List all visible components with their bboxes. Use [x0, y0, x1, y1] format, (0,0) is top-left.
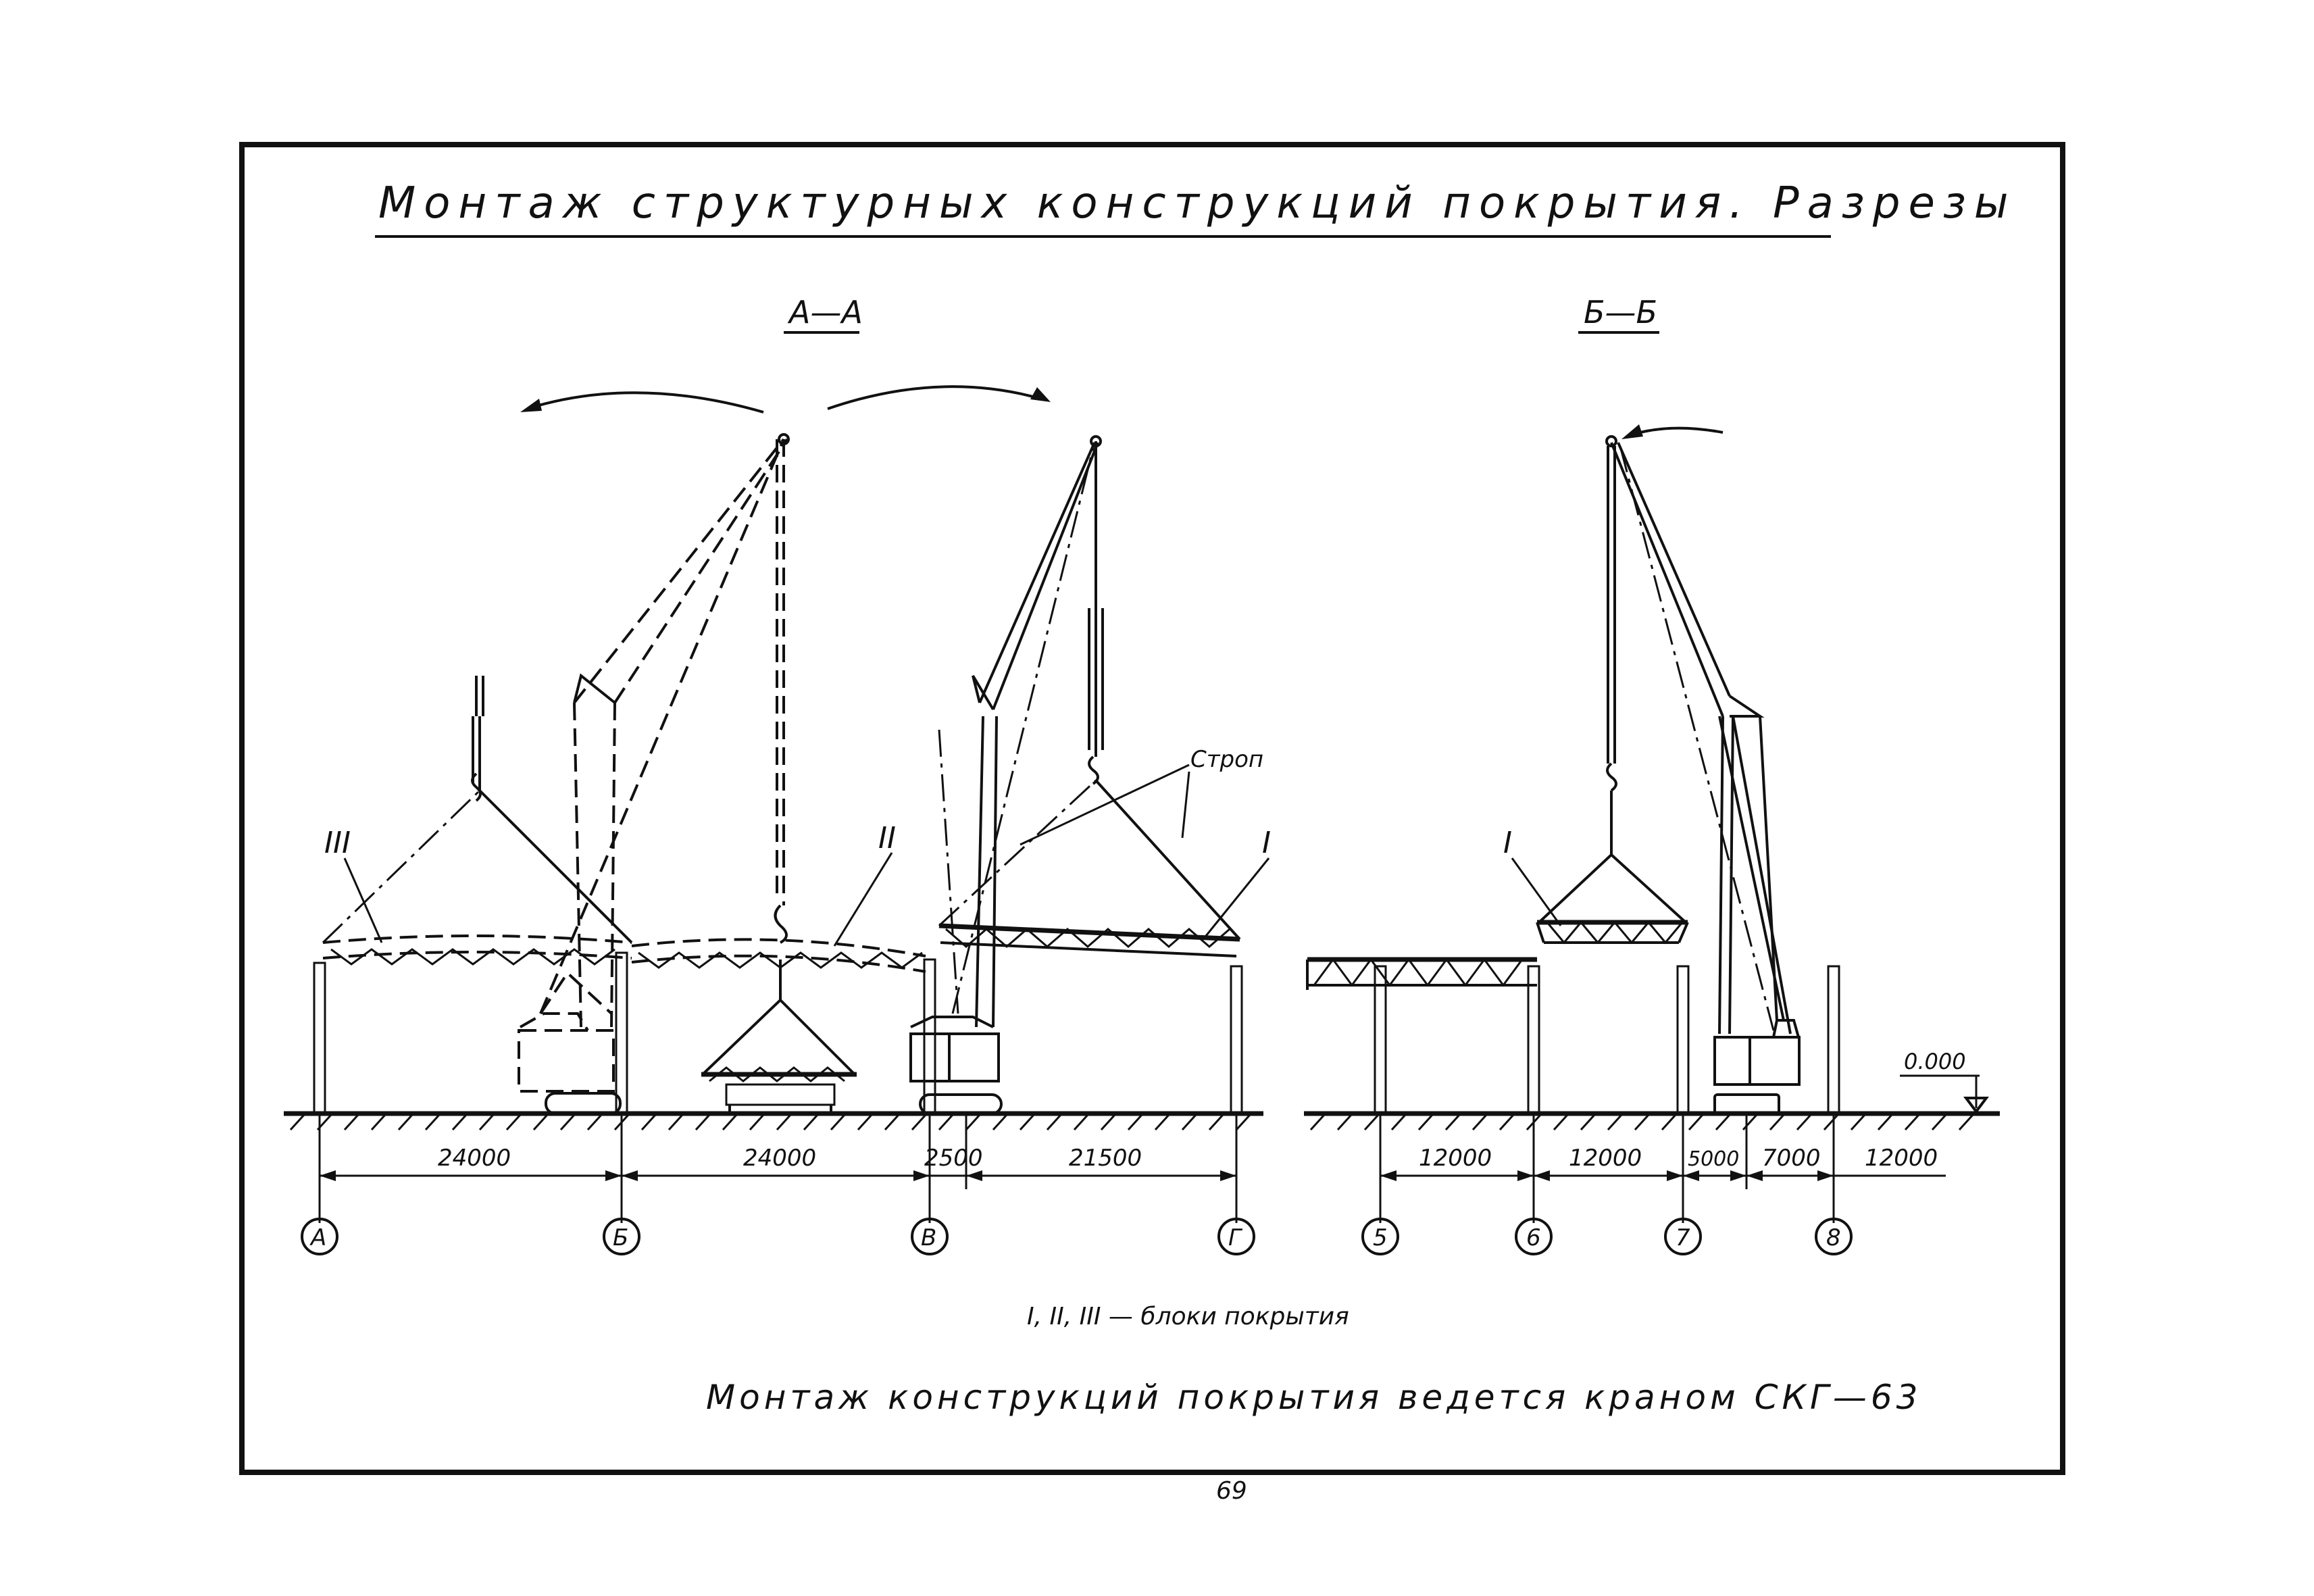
block-label-i-bb-leader: [1511, 857, 1562, 926]
section-label-aa: А—А: [787, 294, 863, 330]
dimension-chain-bb: [1379, 1115, 1946, 1223]
crane-right: [909, 435, 1104, 1115]
rotation-arrows-aa: [520, 385, 1051, 414]
sling-leader: [1020, 764, 1190, 846]
level-mark: 0.000: [1904, 1049, 1966, 1074]
axis-5: 5: [1373, 1224, 1388, 1251]
ground-block-assembly: [701, 959, 857, 1114]
axis-markers-aa: [301, 1218, 1255, 1255]
roof-block-ii: [631, 938, 926, 973]
crane-note: Монтаж конструкций покрытия ведется кран…: [706, 1378, 1921, 1417]
installed-roof-bb: [1306, 957, 1537, 990]
dim-bb-1: 12000: [1419, 1145, 1492, 1172]
axis-g: Г: [1228, 1224, 1243, 1251]
roof-block-iii: [322, 676, 633, 966]
dim-bb-2: 12000: [1569, 1145, 1642, 1172]
dim-aa-3: 2500: [924, 1145, 983, 1172]
dimension-chain-aa: [318, 1115, 1238, 1223]
legend-text: I, II, III — блоки покрытия: [1027, 1303, 1349, 1330]
axis-markers-bb: [1361, 1218, 1853, 1255]
drawing-frame: [239, 142, 2065, 1475]
dim-aa-4: 21500: [1069, 1145, 1142, 1172]
block-label-ii-leader: [833, 852, 893, 947]
dim-aa-1: 24000: [438, 1145, 511, 1172]
dim-bb-5: 12000: [1865, 1145, 1938, 1172]
axis-6: 6: [1526, 1224, 1541, 1251]
sling-label: Строп: [1190, 746, 1263, 773]
crane-bb: [1605, 435, 1801, 1115]
block-label-iii: III: [324, 826, 351, 860]
block-label-iii-leader: [343, 857, 383, 943]
ground-line-aa: [284, 1111, 1263, 1131]
roof-block-i-bb: [1536, 791, 1689, 945]
dim-bb-4: 7000: [1762, 1145, 1821, 1172]
crane-left-dashed: [518, 433, 790, 1115]
page-number: 69: [1216, 1477, 1247, 1505]
roof-block-i: [938, 779, 1241, 957]
section-aa: Строп III II I 24000 24000 2500 21500: [284, 385, 1271, 1255]
block-label-i-aa: I: [1262, 826, 1271, 860]
ground-line-bb: [1304, 1111, 2000, 1131]
section-bb: I 0.000 12000 12000 5000 7000 12000 5: [1304, 424, 2000, 1255]
drawing-title: Монтаж структурных конструкций покрытия.…: [378, 178, 2016, 228]
columns-bb: [1374, 965, 1840, 1115]
axis-v: В: [921, 1224, 936, 1251]
block-label-i-aa-leader: [1205, 857, 1270, 937]
dim-aa-2: 24000: [743, 1145, 816, 1172]
block-label-i-bb: I: [1503, 826, 1512, 860]
axis-a: А: [309, 1224, 326, 1251]
columns-aa: [313, 951, 1243, 1115]
section-label-bb: Б—Б: [1584, 294, 1657, 330]
dim-bb-3: 5000: [1688, 1147, 1739, 1171]
axis-7: 7: [1676, 1224, 1690, 1251]
axis-8: 8: [1826, 1224, 1841, 1251]
axis-b: Б: [613, 1224, 628, 1251]
block-label-ii: II: [878, 821, 896, 855]
